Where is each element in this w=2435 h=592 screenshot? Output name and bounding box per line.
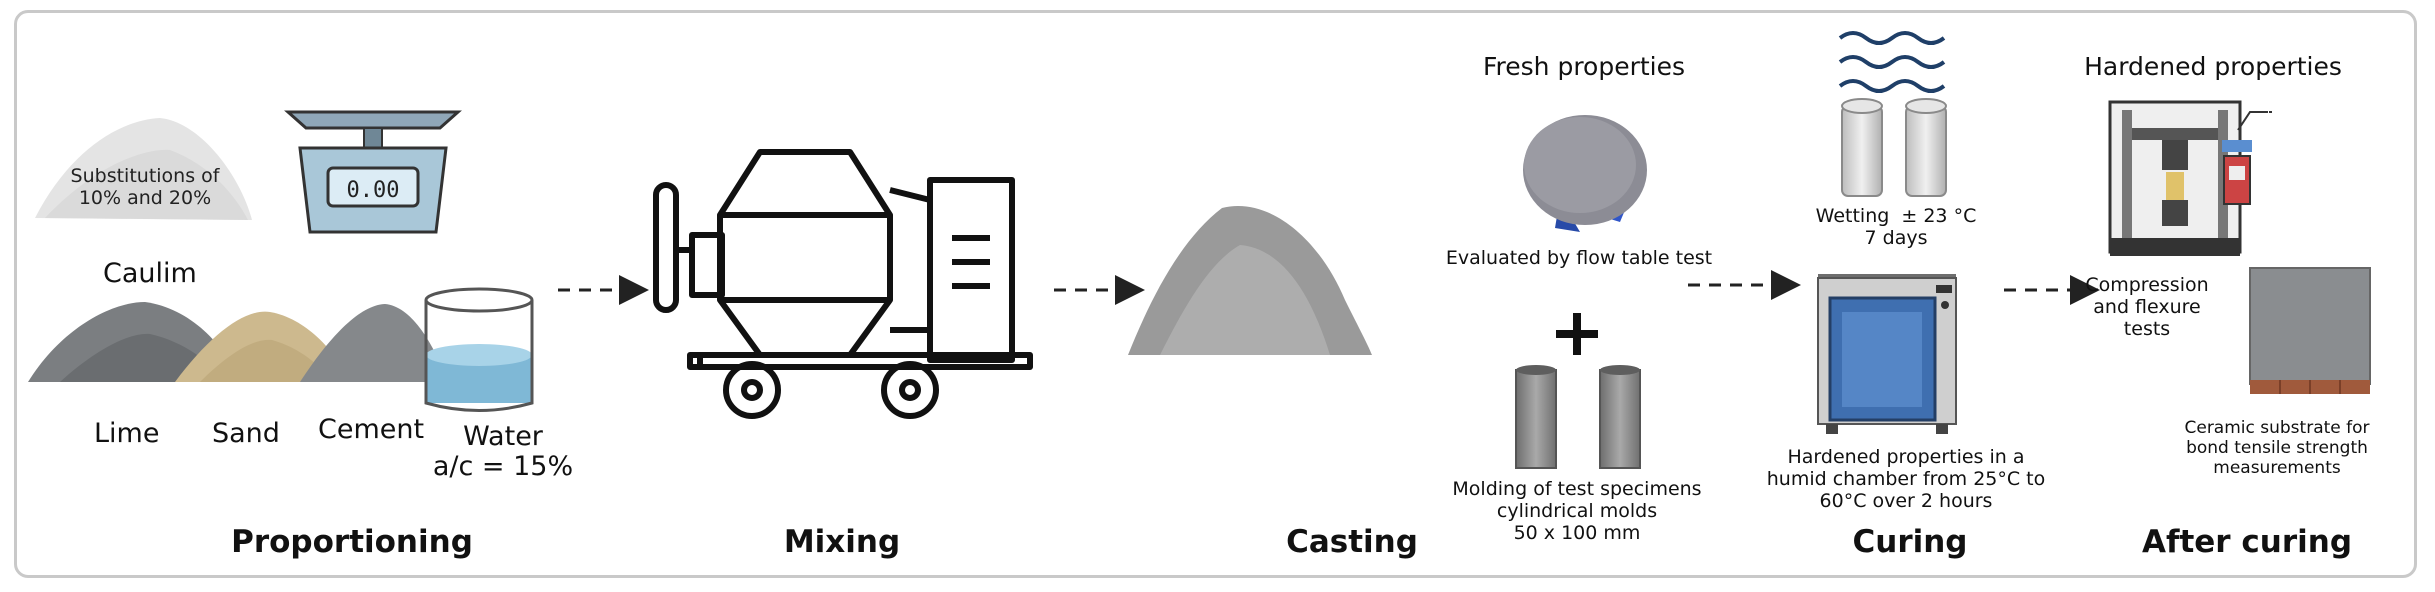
substitutions-line-2: 10% and 20% <box>78 187 212 209</box>
diagram-frame <box>14 10 2417 578</box>
lime-pile-icon <box>28 302 240 382</box>
caulim-pile-icon <box>35 118 252 220</box>
concrete-pile-icon <box>1128 206 1372 355</box>
scale-display: 0.00 <box>347 178 400 203</box>
chamber-line-1: Hardened properties in a <box>1787 446 2025 468</box>
flow-table-icon <box>1523 115 1647 232</box>
molding-line-3: 50 x 100 mm <box>1513 522 1641 544</box>
stage-proportioning: Proportioning <box>231 524 473 560</box>
substitutions-line-1: Substitutions of <box>70 165 220 187</box>
humid-chamber-label: Hardened properties in a humid chamber f… <box>1767 446 2046 512</box>
tests-label: Compression and flexure tests <box>2085 274 2208 340</box>
tests-line-1: Compression <box>2085 274 2209 296</box>
stage-curing: Curing <box>1852 524 1968 560</box>
testing-machine-icon <box>2108 100 2274 256</box>
cement-pile-icon <box>300 304 448 382</box>
stage-mixing: Mixing <box>783 524 901 560</box>
water-label: Water a/c = 15% <box>433 422 573 482</box>
molding-line-1: Molding of test specimens <box>1452 478 1702 500</box>
tests-line-3: tests <box>2123 318 2171 340</box>
scale-icon: 0.00 <box>284 110 462 234</box>
substrate-line-1: Ceramic substrate for <box>2184 418 2370 438</box>
plus-icon <box>1556 313 1598 355</box>
substrate-label: Ceramic substrate for bond tensile stren… <box>2184 418 2369 478</box>
humid-chamber-icon <box>1817 274 1957 434</box>
water-ratio-text: a/c = 15% <box>432 451 574 482</box>
lime-label: Lime <box>94 418 160 449</box>
hardened-properties-title: Hardened properties <box>2084 52 2342 81</box>
cement-label: Cement <box>318 414 425 445</box>
sand-label: Sand <box>212 418 280 449</box>
water-text: Water <box>463 421 543 452</box>
wetting-label: Wetting ± 23 °C 7 days <box>1816 205 1977 249</box>
molding-label: Molding of test specimens cylindrical mo… <box>1452 478 1701 544</box>
cylindrical-molds-icon <box>1515 365 1641 469</box>
flow-arrows <box>558 270 2100 305</box>
wetting-line-1: Wetting ± 23 °C <box>1815 205 1977 227</box>
ceramic-substrate-icon <box>2249 267 2371 394</box>
chamber-line-3: 60°C over 2 hours <box>1819 490 1993 512</box>
molding-line-2: cylindrical molds <box>1496 500 1658 522</box>
stage-casting: Casting <box>1286 524 1418 560</box>
concrete-mixer-icon <box>653 149 1033 419</box>
sand-pile-icon <box>175 311 350 382</box>
substrate-line-3: measurements <box>2213 458 2341 478</box>
flow-table-label: Evaluated by flow table test <box>1445 247 1713 269</box>
chamber-line-2: humid chamber from 25°C to <box>1766 468 2046 490</box>
water-waves-icon <box>1838 31 1946 93</box>
wetting-cylinders-icon <box>1841 98 1947 197</box>
substrate-line-2: bond tensile strength <box>2186 438 2368 458</box>
caulim-label: Caulim <box>103 258 197 289</box>
substitutions-label: Substitutions of 10% and 20% <box>71 165 220 209</box>
wetting-line-2: 7 days <box>1864 227 1928 249</box>
stage-after-curing: After curing <box>2141 524 2353 560</box>
fresh-properties-title: Fresh properties <box>1482 52 1686 81</box>
water-beaker-icon <box>424 287 534 412</box>
tests-line-2: and flexure <box>2093 296 2201 318</box>
